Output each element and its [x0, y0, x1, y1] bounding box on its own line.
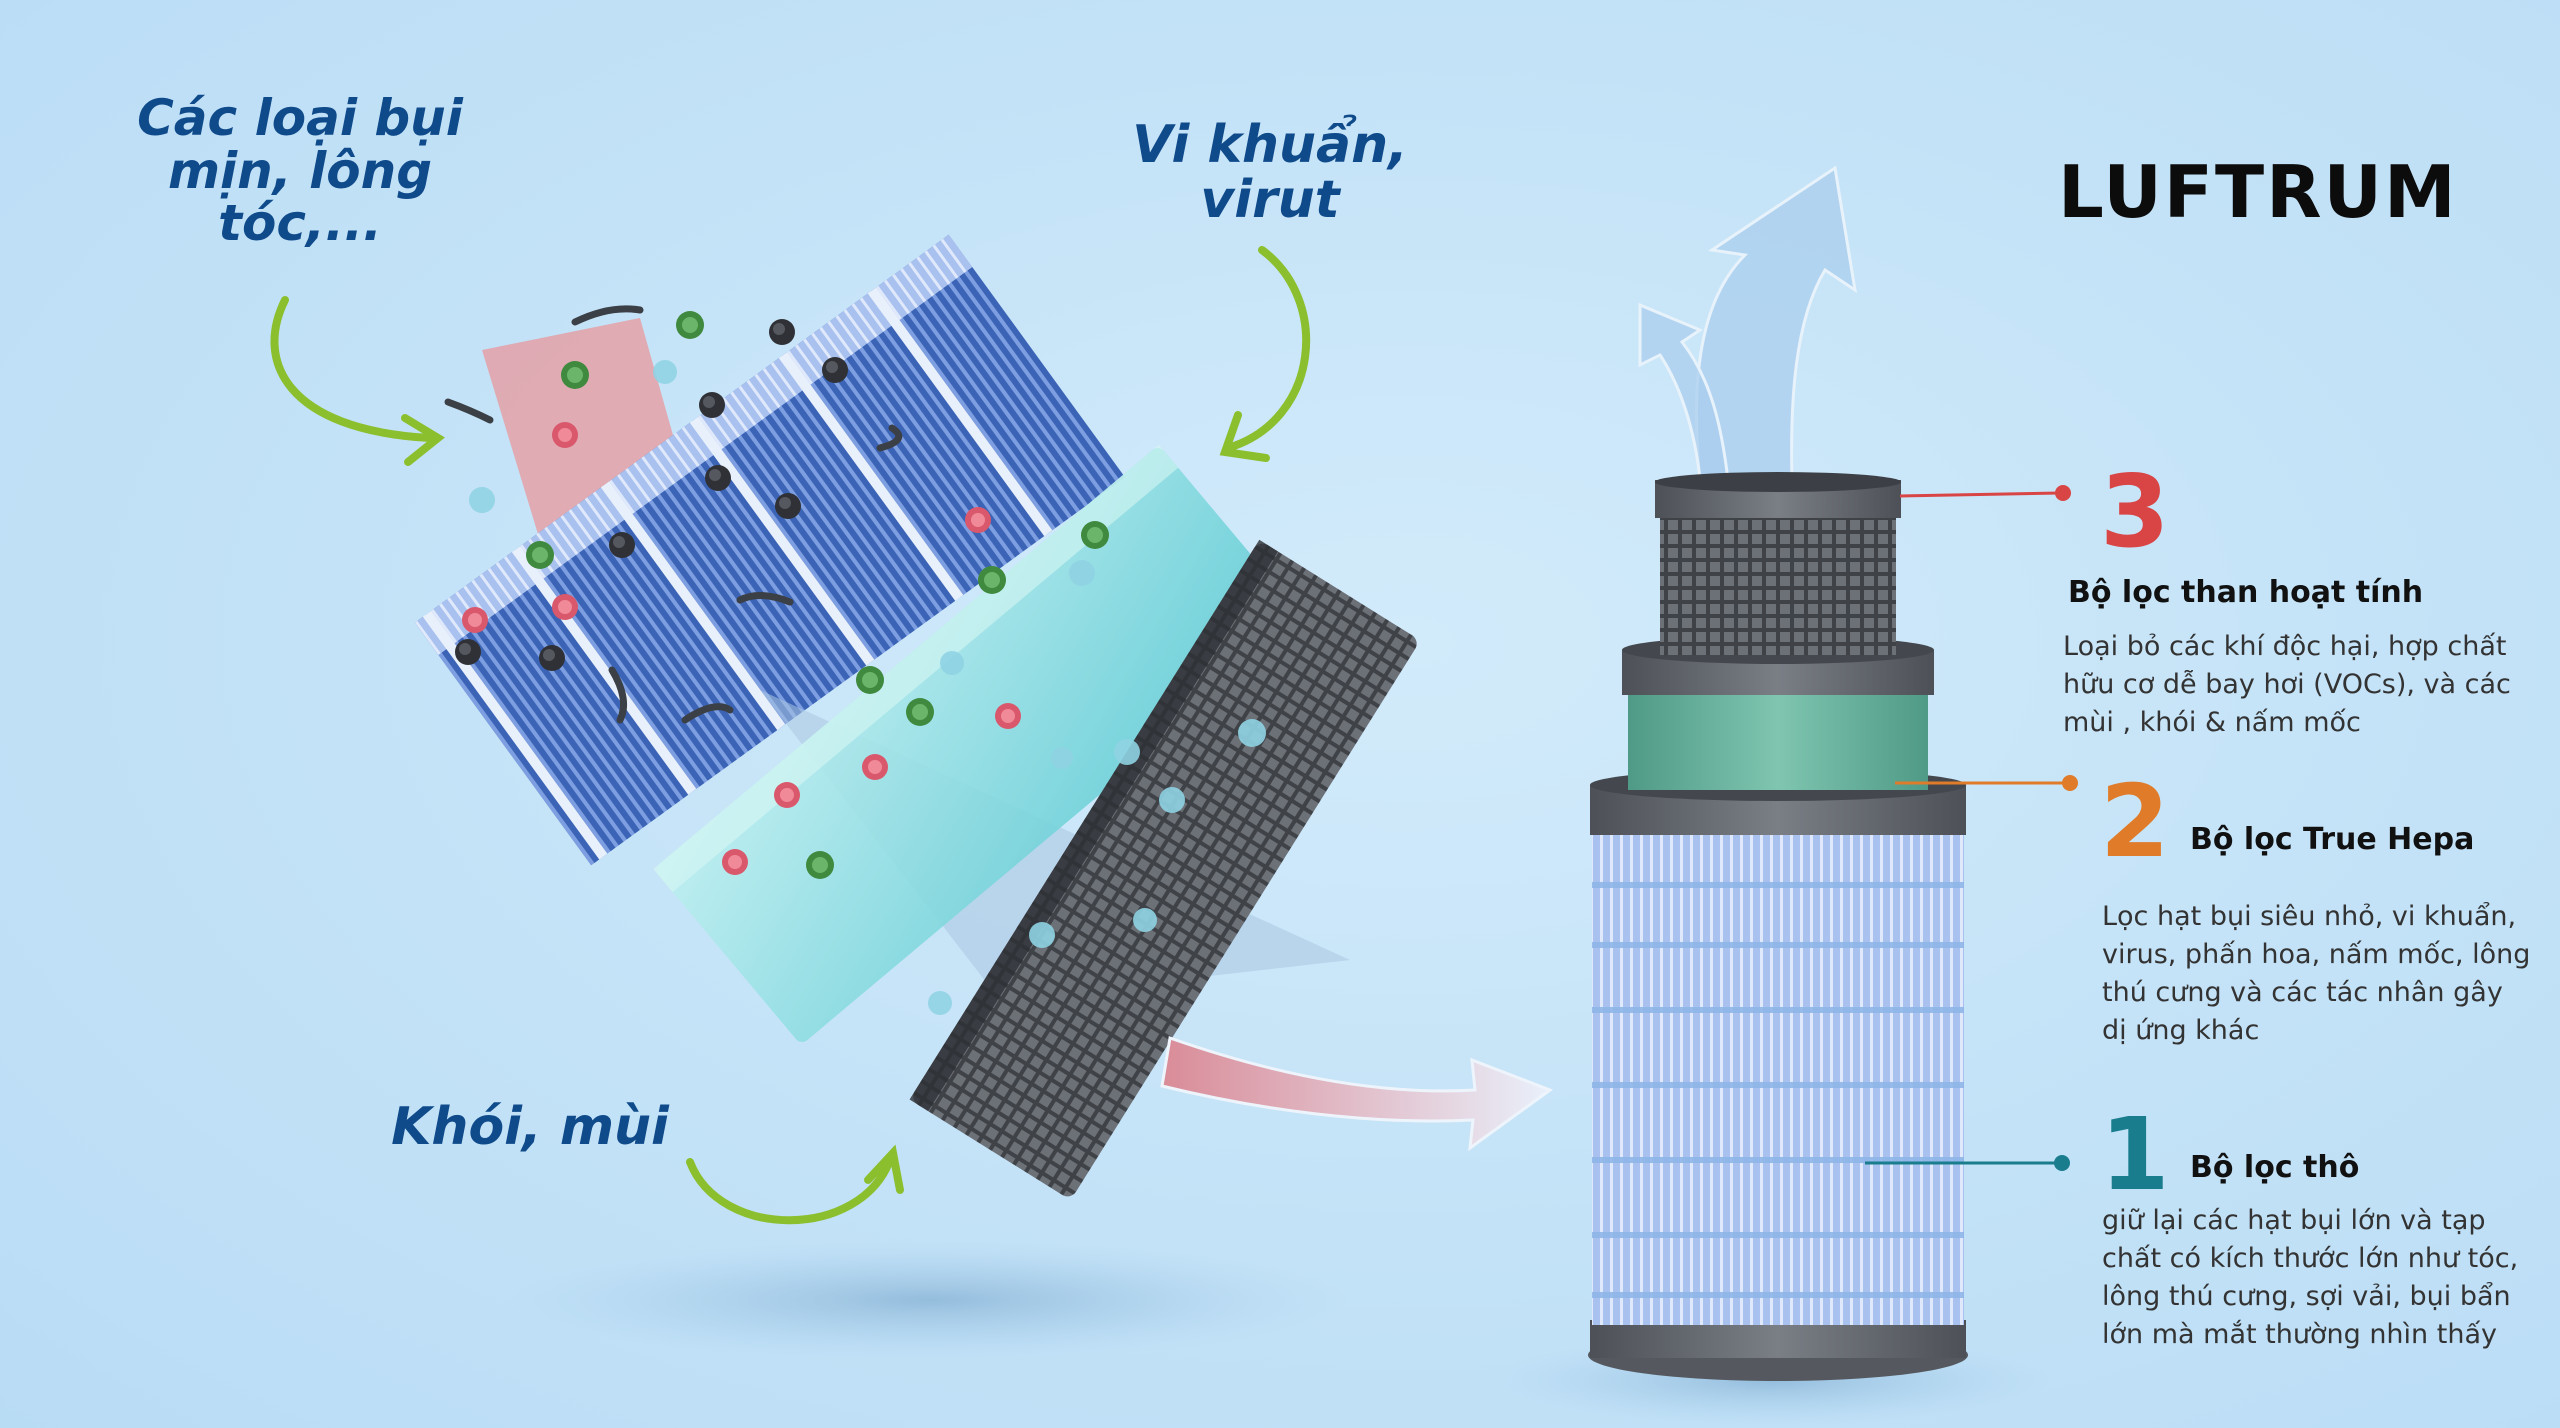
callout-line: virut	[1200, 169, 1340, 230]
green-arrow-icon	[686, 1144, 904, 1225]
stage-1-title: Bộ lọc thô	[2190, 1150, 2360, 1185]
description-line: lớn mà mắt thường nhìn thấy	[2102, 1319, 2497, 1350]
stage-1-description: giữ lại các hạt bụi lớn và tạp chất có k…	[2102, 1202, 2518, 1354]
stage-3-number: 3	[2100, 453, 2170, 570]
leader-line-3	[1899, 485, 2071, 501]
leader-line-1	[1865, 1155, 2070, 1171]
luftrum-filter-device	[1588, 472, 1968, 1381]
description-line: mùi , khói & nấm mốc	[2063, 707, 2361, 738]
description-line: giữ lại các hạt bụi lớn và tạp	[2102, 1205, 2486, 1236]
airflow-up-arrow-icon	[1638, 165, 1858, 482]
callout-bacteria: Vi khuẩn, virut	[1120, 118, 1420, 227]
output-arrow-icon	[1160, 1035, 1554, 1152]
callout-line: mịn, lông	[167, 141, 433, 200]
callout-line: Các loại bụi	[137, 89, 463, 147]
blue-pleated-filter	[414, 234, 1126, 866]
callout-line: tóc,...	[218, 194, 382, 252]
description-line: hữu cơ dễ bay hơi (VOCs), và các	[2063, 669, 2511, 700]
description-line: chất có kích thước lớn như tóc,	[2102, 1243, 2519, 1274]
brand-logo: LUFTRUM	[2058, 150, 2458, 234]
description-line: virus, phấn hoa, nấm mốc, lông	[2102, 939, 2531, 970]
description-line: lông thú cưng, sợi vải, bụi bẩn	[2102, 1281, 2511, 1312]
description-line: Lọc hạt bụi siêu nhỏ, vi khuẩn,	[2102, 901, 2517, 932]
stage-3-description: Loại bỏ các khí độc hại, hợp chất hữu cơ…	[2063, 628, 2511, 742]
description-line: thú cưng và các tác nhân gây	[2102, 977, 2503, 1008]
callout-line: Vi khuẩn,	[1132, 115, 1408, 175]
callout-smoke: Khói, mùi	[391, 1097, 669, 1157]
stage-1-number: 1	[2100, 1096, 2170, 1213]
floor-shadow-left	[510, 1240, 1350, 1360]
description-line: dị ứng khác	[2102, 1015, 2260, 1046]
callout-fine-dust: Các loại bụi mịn, lông tóc,...	[110, 92, 490, 250]
particles	[444, 305, 1266, 1015]
stage-2-number: 2	[2100, 763, 2170, 880]
stage-3-title: Bộ lọc than hoạt tính	[2068, 575, 2424, 610]
stage-2-description: Lọc hạt bụi siêu nhỏ, vi khuẩn, virus, p…	[2102, 898, 2530, 1050]
stage-2-title: Bộ lọc True Hepa	[2190, 822, 2475, 857]
green-arrow-icon	[1219, 246, 1311, 462]
green-arrow-icon	[270, 296, 445, 466]
leader-line-2	[1895, 775, 2078, 791]
description-line: Loại bỏ các khí độc hại, hợp chất	[2063, 631, 2507, 662]
hepa-glass-slab	[653, 444, 1304, 1042]
carbon-mesh-slab	[909, 539, 1417, 1197]
